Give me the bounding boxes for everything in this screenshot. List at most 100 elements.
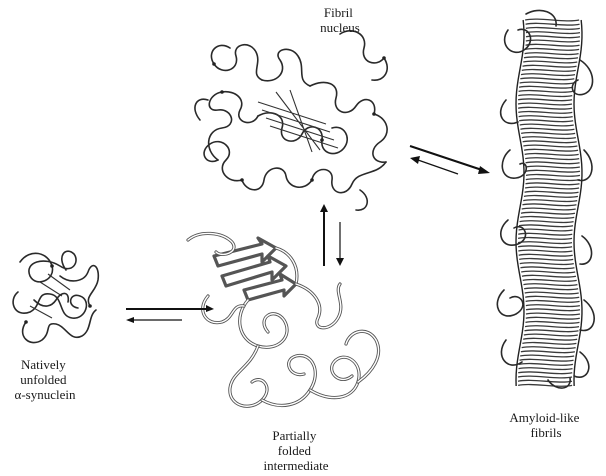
fibril-strand-layer: [522, 275, 576, 277]
fibril-strand-layer: [522, 204, 576, 206]
fibril-strand-layer: [518, 238, 572, 240]
fibril-strand-layer: [523, 145, 577, 147]
fibril-strand-layer: [526, 44, 580, 46]
fibril-strand-layer: [526, 28, 580, 30]
fibril-strand-layer: [518, 380, 572, 382]
fibril-strand-layer: [521, 351, 575, 353]
fibril-strand-layer: [526, 179, 580, 181]
fibril-strand-layer: [519, 254, 573, 256]
partially-folded-intermediate-structure: [188, 233, 379, 406]
fibril-strand-layer: [523, 338, 577, 340]
fibril-strand-layer: [525, 296, 579, 298]
fibril-strand-layer: [525, 53, 579, 55]
fibril-nucleus-structure: [195, 31, 387, 210]
fibril-strand-layer: [523, 61, 577, 63]
fibril-strand-layer: [522, 208, 576, 210]
fibril-strand-layer: [518, 99, 572, 101]
monomer-label: Natively unfolded α-synuclein: [15, 357, 76, 402]
fibril-strand-layer: [520, 359, 574, 361]
fibril-strand-layer: [526, 183, 580, 185]
fibril-strand-layer: [526, 309, 580, 311]
fibril-strand-layer: [520, 217, 574, 219]
fibril-strand-layer: [519, 229, 573, 231]
fibril-strand-layer: [518, 107, 572, 109]
fibril-strand-layer: [524, 149, 578, 151]
fibril-strand-layer: [525, 187, 579, 189]
fibril-strand-layer: [520, 82, 574, 84]
fibril-strand-layer: [519, 225, 573, 227]
fibril-strand-layer: [522, 343, 576, 345]
fibril-strand-layer: [521, 74, 575, 76]
intermediate-label: Partially folded intermediate: [264, 428, 329, 473]
fibril-strand-layer: [520, 221, 574, 223]
fibril-strand-layer: [520, 355, 574, 357]
unfolded-monomer-structure: [13, 251, 98, 342]
fibril-strand-layer: [526, 166, 580, 168]
fibril-strand-layer: [523, 141, 577, 143]
fibril-strand-layer: [523, 65, 577, 67]
fibril-strand-layer: [525, 191, 579, 193]
fibril-strand-layer: [518, 112, 572, 114]
fibril-strand-layer: [521, 133, 575, 135]
nucleus-label: Fibril nucleus: [320, 5, 360, 35]
equilibrium-arrow-intermediate-nucleus: [320, 204, 344, 266]
fibril-strand-layer: [522, 137, 576, 139]
fibril-strand-layer: [518, 95, 572, 97]
fibril-strand-layer: [518, 246, 572, 248]
fibril-strand-layer: [518, 372, 572, 374]
fibril-strand-layer: [523, 200, 577, 202]
fibril-strand-layer: [526, 305, 580, 307]
fibril-strand-layer: [518, 233, 572, 235]
fibril-strand-layer: [519, 116, 573, 118]
fibril-strand-layer: [525, 322, 579, 324]
fibril-strand-layer: [520, 128, 574, 130]
fibril-strand-layer: [520, 124, 574, 126]
fibril-strand-layer: [523, 284, 577, 286]
fibril-strand-layer: [519, 364, 573, 366]
fibril-strand-layer: [526, 175, 580, 177]
fibril-strand-layer: [523, 280, 577, 282]
fibril-strand-layer: [526, 32, 580, 34]
fibril-strand-layer: [522, 347, 576, 349]
fibril-strand-layer: [524, 288, 578, 290]
fibril-strand-layer: [519, 91, 573, 93]
fibril-strand-layer: [519, 368, 573, 370]
fibril-strand-layer: [525, 326, 579, 328]
fibril-strand-layer: [524, 57, 578, 59]
fibril-strand-layer: [518, 242, 572, 244]
fibril-strand-layer: [526, 301, 580, 303]
fibril-strand-layer: [526, 36, 580, 38]
fibril-strand-layer: [526, 162, 580, 164]
fibril-strand-layer: [518, 376, 572, 378]
fibril-strand-layer: [525, 292, 579, 294]
fibril-strand-layer: [521, 212, 575, 214]
fibrils-label: Amyloid-like fibrils: [509, 410, 582, 440]
fibril-strand-layer: [518, 385, 572, 387]
fibril-strand-layer: [526, 23, 580, 25]
fibril-strand-layer: [518, 250, 572, 252]
fibril-strand-layer: [519, 120, 573, 122]
fibril-strand-layer: [525, 154, 579, 156]
fibril-strand-layer: [521, 271, 575, 273]
equilibrium-arrow-monomer-intermediate: [126, 305, 214, 323]
fibril-strand-layer: [525, 19, 579, 21]
fibril-strand-layer: [519, 259, 573, 261]
equilibrium-arrow-nucleus-fibrils: [410, 146, 490, 174]
fibril-strand-layer: [525, 49, 579, 51]
fibril-strand-layer: [525, 158, 579, 160]
fibril-strand-layer: [524, 330, 578, 332]
fibril-strand-layer: [524, 334, 578, 336]
fibril-strand-layer: [526, 313, 580, 315]
amyloid-fibril-structure: [497, 10, 594, 390]
fibril-strand-layer: [526, 317, 580, 319]
fibril-strand-layer: [520, 78, 574, 80]
fibril-strand-layer: [520, 267, 574, 269]
fibril-strand-layer: [526, 170, 580, 172]
fibril-strand-layer: [520, 263, 574, 265]
fibril-strand-layer: [518, 103, 572, 105]
fibril-strand-layer: [519, 86, 573, 88]
fibril-strand-layer: [526, 40, 580, 42]
fibril-strand-layer: [524, 196, 578, 198]
